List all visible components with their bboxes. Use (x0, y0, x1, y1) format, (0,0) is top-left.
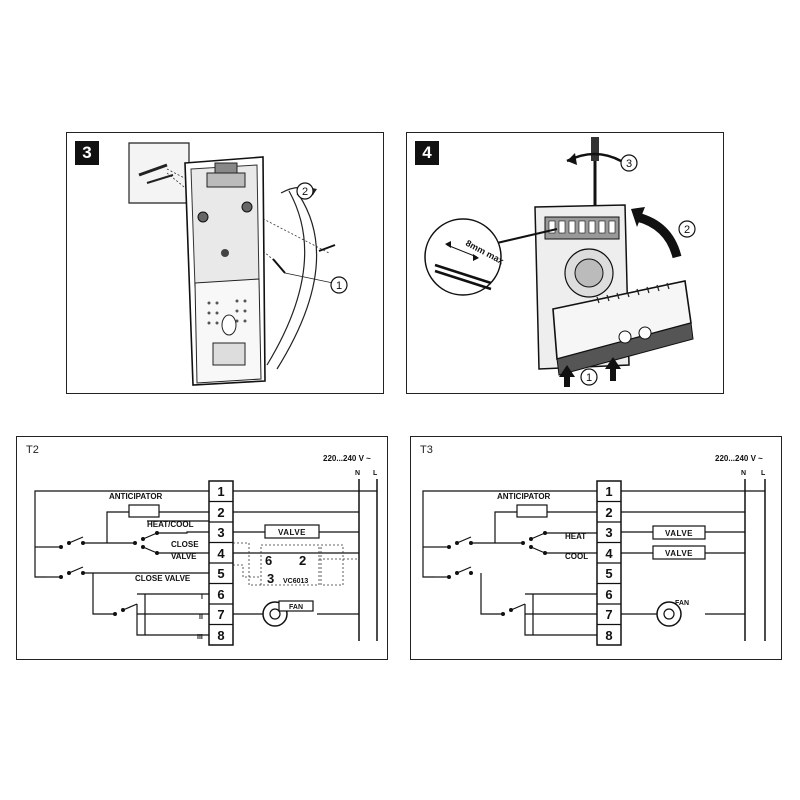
wiring-diagram-t2: T2 220...240 V ~ N L 1 2 3 4 5 6 7 8 (16, 436, 388, 660)
close-label: CLOSE (171, 540, 199, 549)
terminal-5: 5 (217, 566, 224, 581)
speed-mark-1: I (201, 594, 203, 601)
heat-label: HEAT (565, 532, 586, 541)
valve-box-1-label: VALVE (665, 529, 693, 538)
cool-label: COOL (565, 552, 588, 561)
close-valve-label: CLOSE VALVE (135, 574, 191, 583)
neutral-label: N (355, 470, 360, 477)
callout-1: 1 (586, 372, 592, 384)
installation-step-3-panel: 3 2 (66, 132, 384, 394)
t3-schematic: 220...240 V ~ N L 1 2 3 4 5 6 7 8 (422, 454, 766, 646)
fan-label: FAN (289, 604, 303, 611)
callout-2: 2 (684, 224, 690, 236)
line-label: L (761, 470, 766, 477)
wiring-diagram-t3: T3 220...240 V ~ N L 1 2 3 4 5 6 7 8 (410, 436, 782, 660)
actuator-terminal-3: 3 (267, 571, 274, 586)
terminal-8: 8 (217, 628, 224, 643)
wiring-illustration: 3 2 1 (424, 137, 696, 387)
terminal-8: 8 (605, 628, 612, 643)
supply-voltage-label: 220...240 V ~ (323, 454, 371, 463)
actuator-terminal-2: 2 (299, 553, 306, 568)
diagram-title: T2 (26, 444, 39, 456)
terminal-7: 7 (217, 607, 224, 622)
mounting-illustration: 2 1 (128, 142, 348, 386)
fan-label: FAN (675, 600, 689, 607)
speed-mark-3: III (197, 634, 203, 641)
heat-cool-label: HEAT/COOL (147, 520, 194, 529)
terminal-6: 6 (217, 587, 224, 602)
terminal-2: 2 (217, 505, 224, 520)
line-label: L (373, 470, 378, 477)
valve-word-label: VALVE (171, 552, 197, 561)
terminal-1: 1 (217, 484, 224, 499)
actuator-model-label: VC6013 (283, 578, 308, 585)
terminal-2: 2 (605, 505, 612, 520)
terminal-4: 4 (605, 546, 613, 561)
terminal-3: 3 (217, 525, 224, 540)
terminal-6: 6 (605, 587, 612, 602)
installation-step-4-panel: 4 3 2 (406, 132, 724, 394)
valve-box-label: VALVE (278, 528, 306, 537)
step-number-badge: 3 (75, 141, 99, 165)
speed-mark-2: II (199, 614, 203, 621)
callout-3: 3 (626, 158, 632, 170)
terminal-5: 5 (605, 566, 612, 581)
terminal-4: 4 (217, 546, 225, 561)
t2-schematic: 220...240 V ~ N L 1 2 3 4 5 6 7 8 (34, 454, 378, 646)
callout-1: 1 (336, 280, 342, 292)
neutral-label: N (741, 470, 746, 477)
actuator-terminal-6: 6 (265, 553, 272, 568)
anticipator-label: ANTICIPATOR (497, 492, 551, 501)
diagram-title: T3 (420, 444, 433, 456)
terminal-7: 7 (605, 607, 612, 622)
anticipator-label: ANTICIPATOR (109, 492, 163, 501)
valve-box-2-label: VALVE (665, 549, 693, 558)
step-number-badge: 4 (415, 141, 439, 165)
supply-voltage-label: 220...240 V ~ (715, 454, 763, 463)
terminal-1: 1 (605, 484, 612, 499)
callout-2: 2 (302, 186, 308, 198)
terminal-3: 3 (605, 525, 612, 540)
